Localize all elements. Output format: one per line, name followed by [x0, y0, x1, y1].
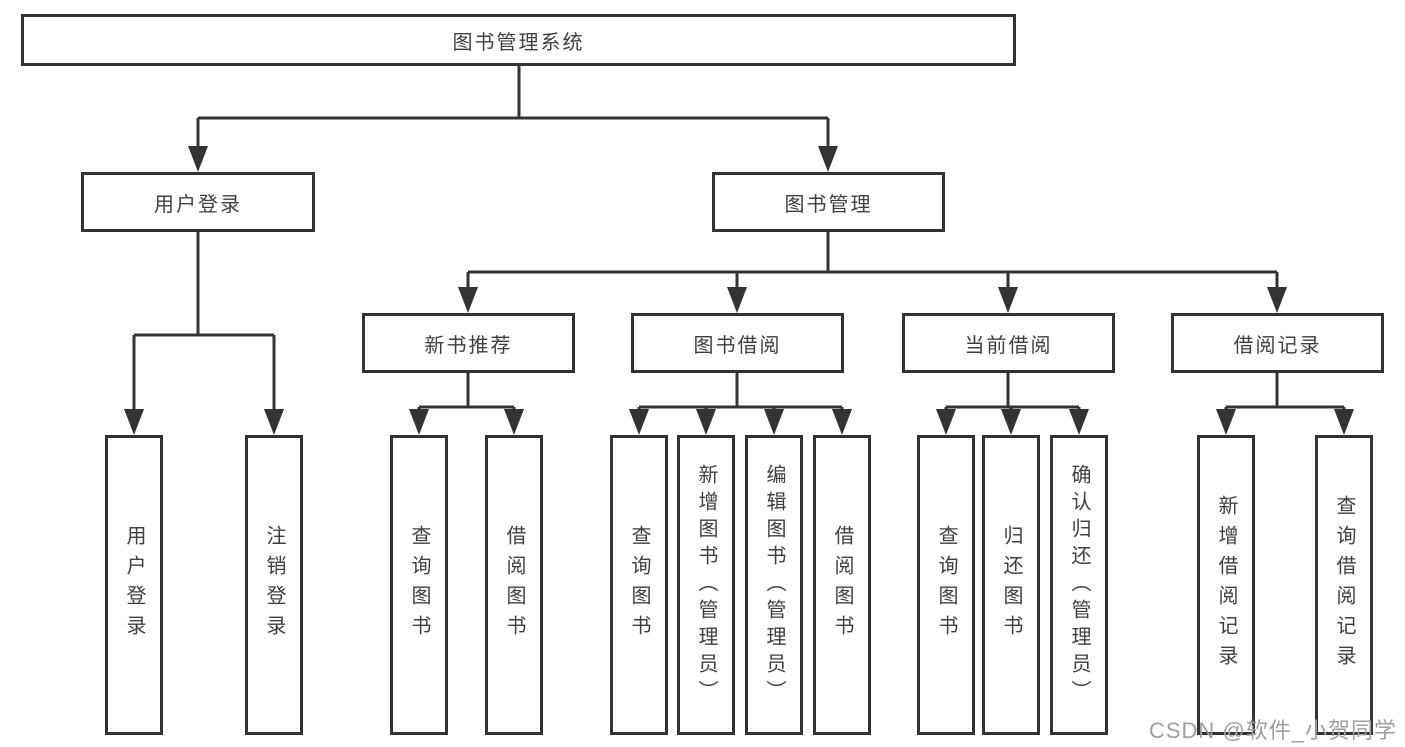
leaf-borrow-borrow-books: 借阅图书: [813, 435, 871, 735]
leaf-newbook-borrow-books: 借阅图书: [485, 435, 543, 735]
leaf-records-add-record: 新增借阅记录: [1197, 435, 1255, 735]
connector-root: [188, 66, 838, 172]
leaf-current-query-books: 查询图书: [917, 435, 975, 735]
node-root: 图书管理系统: [21, 14, 1016, 66]
node-current-borrowing: 当前借阅: [902, 313, 1115, 373]
leaf-borrow-query-books: 查询图书: [610, 435, 668, 735]
connector-new-book-recommend: [409, 373, 524, 435]
csdn-watermark: CSDN @软件_小贺同学: [1148, 718, 1397, 743]
leaf-borrow-edit-books-admin: 编辑图书（管理员）: [745, 435, 803, 735]
leaf-user-login: 用户登录: [105, 435, 163, 735]
connector-book-borrowing: [629, 373, 852, 435]
connector-borrowing-records: [1216, 373, 1354, 435]
node-user-login: 用户登录: [81, 172, 315, 232]
node-book-borrowing: 图书借阅: [631, 313, 844, 373]
leaf-current-return-books: 归还图书: [982, 435, 1040, 735]
leaf-current-confirm-return-admin: 确认归还（管理员）: [1050, 435, 1108, 735]
leaf-borrow-add-books-admin: 新增图书（管理员）: [677, 435, 735, 735]
node-book-management: 图书管理: [712, 172, 945, 232]
leaf-newbook-query-books: 查询图书: [390, 435, 448, 735]
connector-book-management: [458, 232, 1287, 313]
leaf-logout: 注销登录: [245, 435, 303, 735]
node-new-book-recommend: 新书推荐: [362, 313, 575, 373]
leaf-records-query-record: 查询借阅记录: [1315, 435, 1373, 735]
node-borrowing-records: 借阅记录: [1171, 313, 1384, 373]
connector-user-login: [124, 232, 284, 435]
connector-current-borrowing: [936, 373, 1089, 435]
